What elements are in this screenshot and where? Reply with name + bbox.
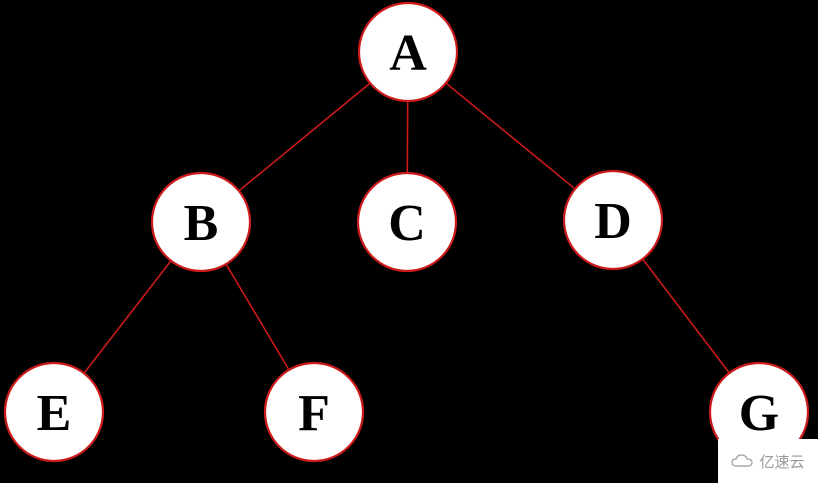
node-b: B [150, 171, 252, 273]
node-label: C [388, 195, 426, 252]
watermark-badge: 亿速云 [718, 439, 818, 483]
edge-b-e [83, 260, 172, 374]
node-label: D [594, 193, 632, 250]
node-circle [263, 361, 365, 463]
node-label: E [37, 385, 72, 442]
watermark-text: 亿速云 [759, 452, 805, 471]
node-c: C [356, 171, 458, 273]
node-a: A [357, 1, 459, 103]
edge-b-f [225, 263, 290, 371]
node-label: B [184, 195, 219, 252]
node-group: A B C D E F G [3, 1, 810, 463]
node-circle [562, 169, 664, 271]
node-d: D [562, 169, 664, 271]
node-label: F [298, 385, 330, 442]
node-circle [150, 171, 252, 273]
edge-a-d [445, 82, 576, 190]
cloud-icon [731, 454, 754, 467]
node-e: E [3, 361, 105, 463]
node-g: G [708, 361, 810, 463]
node-circle [3, 361, 105, 463]
node-circle [357, 1, 459, 103]
edge-group [83, 82, 730, 374]
node-label: A [389, 25, 427, 82]
edge-d-g [642, 258, 730, 374]
node-label: G [739, 385, 779, 442]
node-circle [356, 171, 458, 273]
node-f: F [263, 361, 365, 463]
edge-a-b [238, 82, 371, 192]
